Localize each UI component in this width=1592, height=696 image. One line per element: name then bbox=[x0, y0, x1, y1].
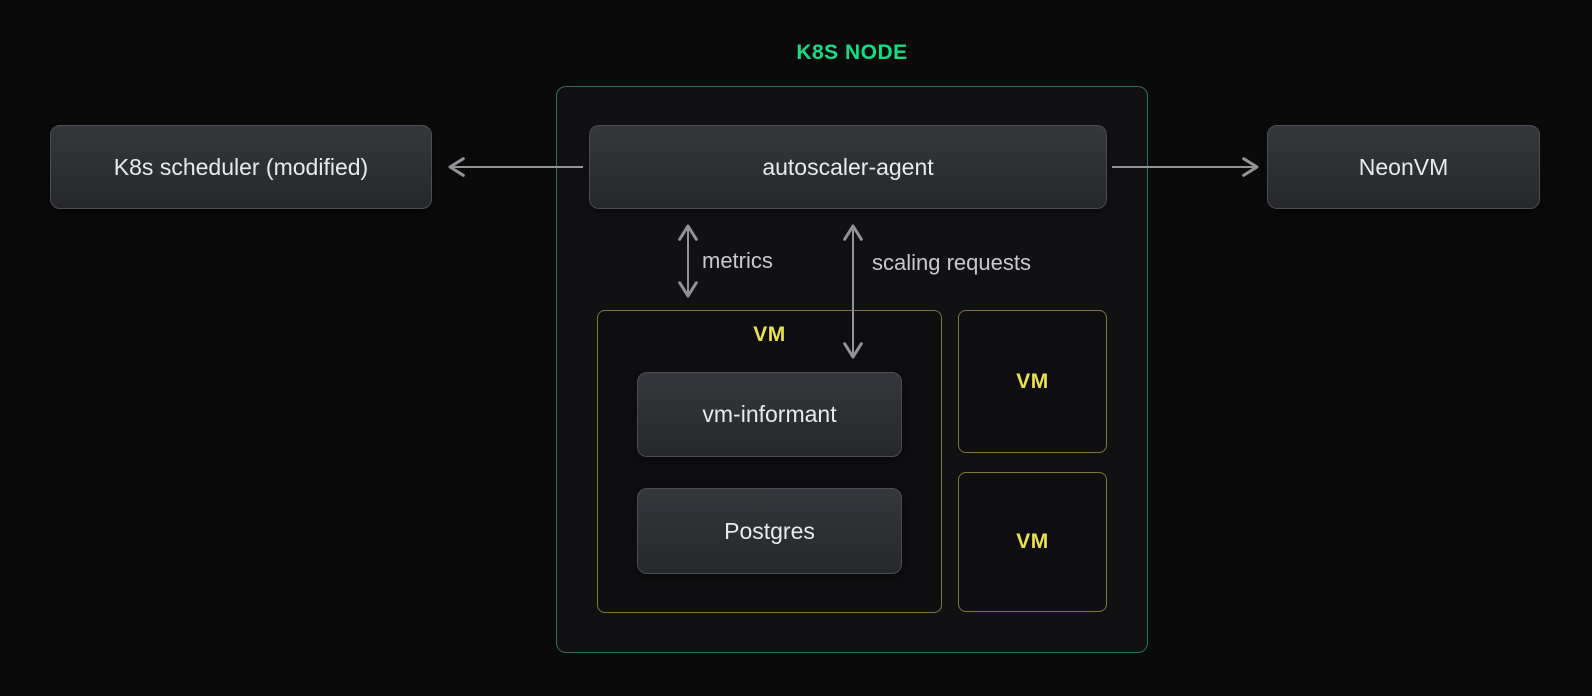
vm-container-small-1-label: VM bbox=[1016, 369, 1049, 393]
edge-label-metrics: metrics bbox=[702, 248, 773, 273]
edge-label-scaling-requests: scaling requests bbox=[872, 250, 1031, 275]
vm-container-small-2-label: VM bbox=[1016, 530, 1049, 553]
vm-container-small-2: VM bbox=[958, 472, 1107, 612]
vm-container-small-1: VM bbox=[958, 310, 1107, 453]
node-autoscaler-agent-label: autoscaler-agent bbox=[762, 153, 934, 180]
node-vm-informant-label: vm-informant bbox=[702, 401, 837, 427]
node-k8s-scheduler: K8s scheduler (modified) bbox=[50, 125, 432, 209]
node-neonvm-label: NeonVM bbox=[1358, 153, 1449, 180]
node-k8s-scheduler-label: K8s scheduler (modified) bbox=[113, 153, 369, 180]
k8s-node-title: K8S NODE bbox=[796, 41, 908, 64]
node-autoscaler-agent: autoscaler-agent bbox=[589, 125, 1107, 209]
node-neonvm: NeonVM bbox=[1267, 125, 1540, 209]
node-postgres: Postgres bbox=[637, 488, 902, 574]
node-vm-informant: vm-informant bbox=[637, 372, 902, 457]
vm-container-main-label: VM bbox=[753, 323, 786, 346]
node-postgres-label: Postgres bbox=[724, 517, 815, 544]
